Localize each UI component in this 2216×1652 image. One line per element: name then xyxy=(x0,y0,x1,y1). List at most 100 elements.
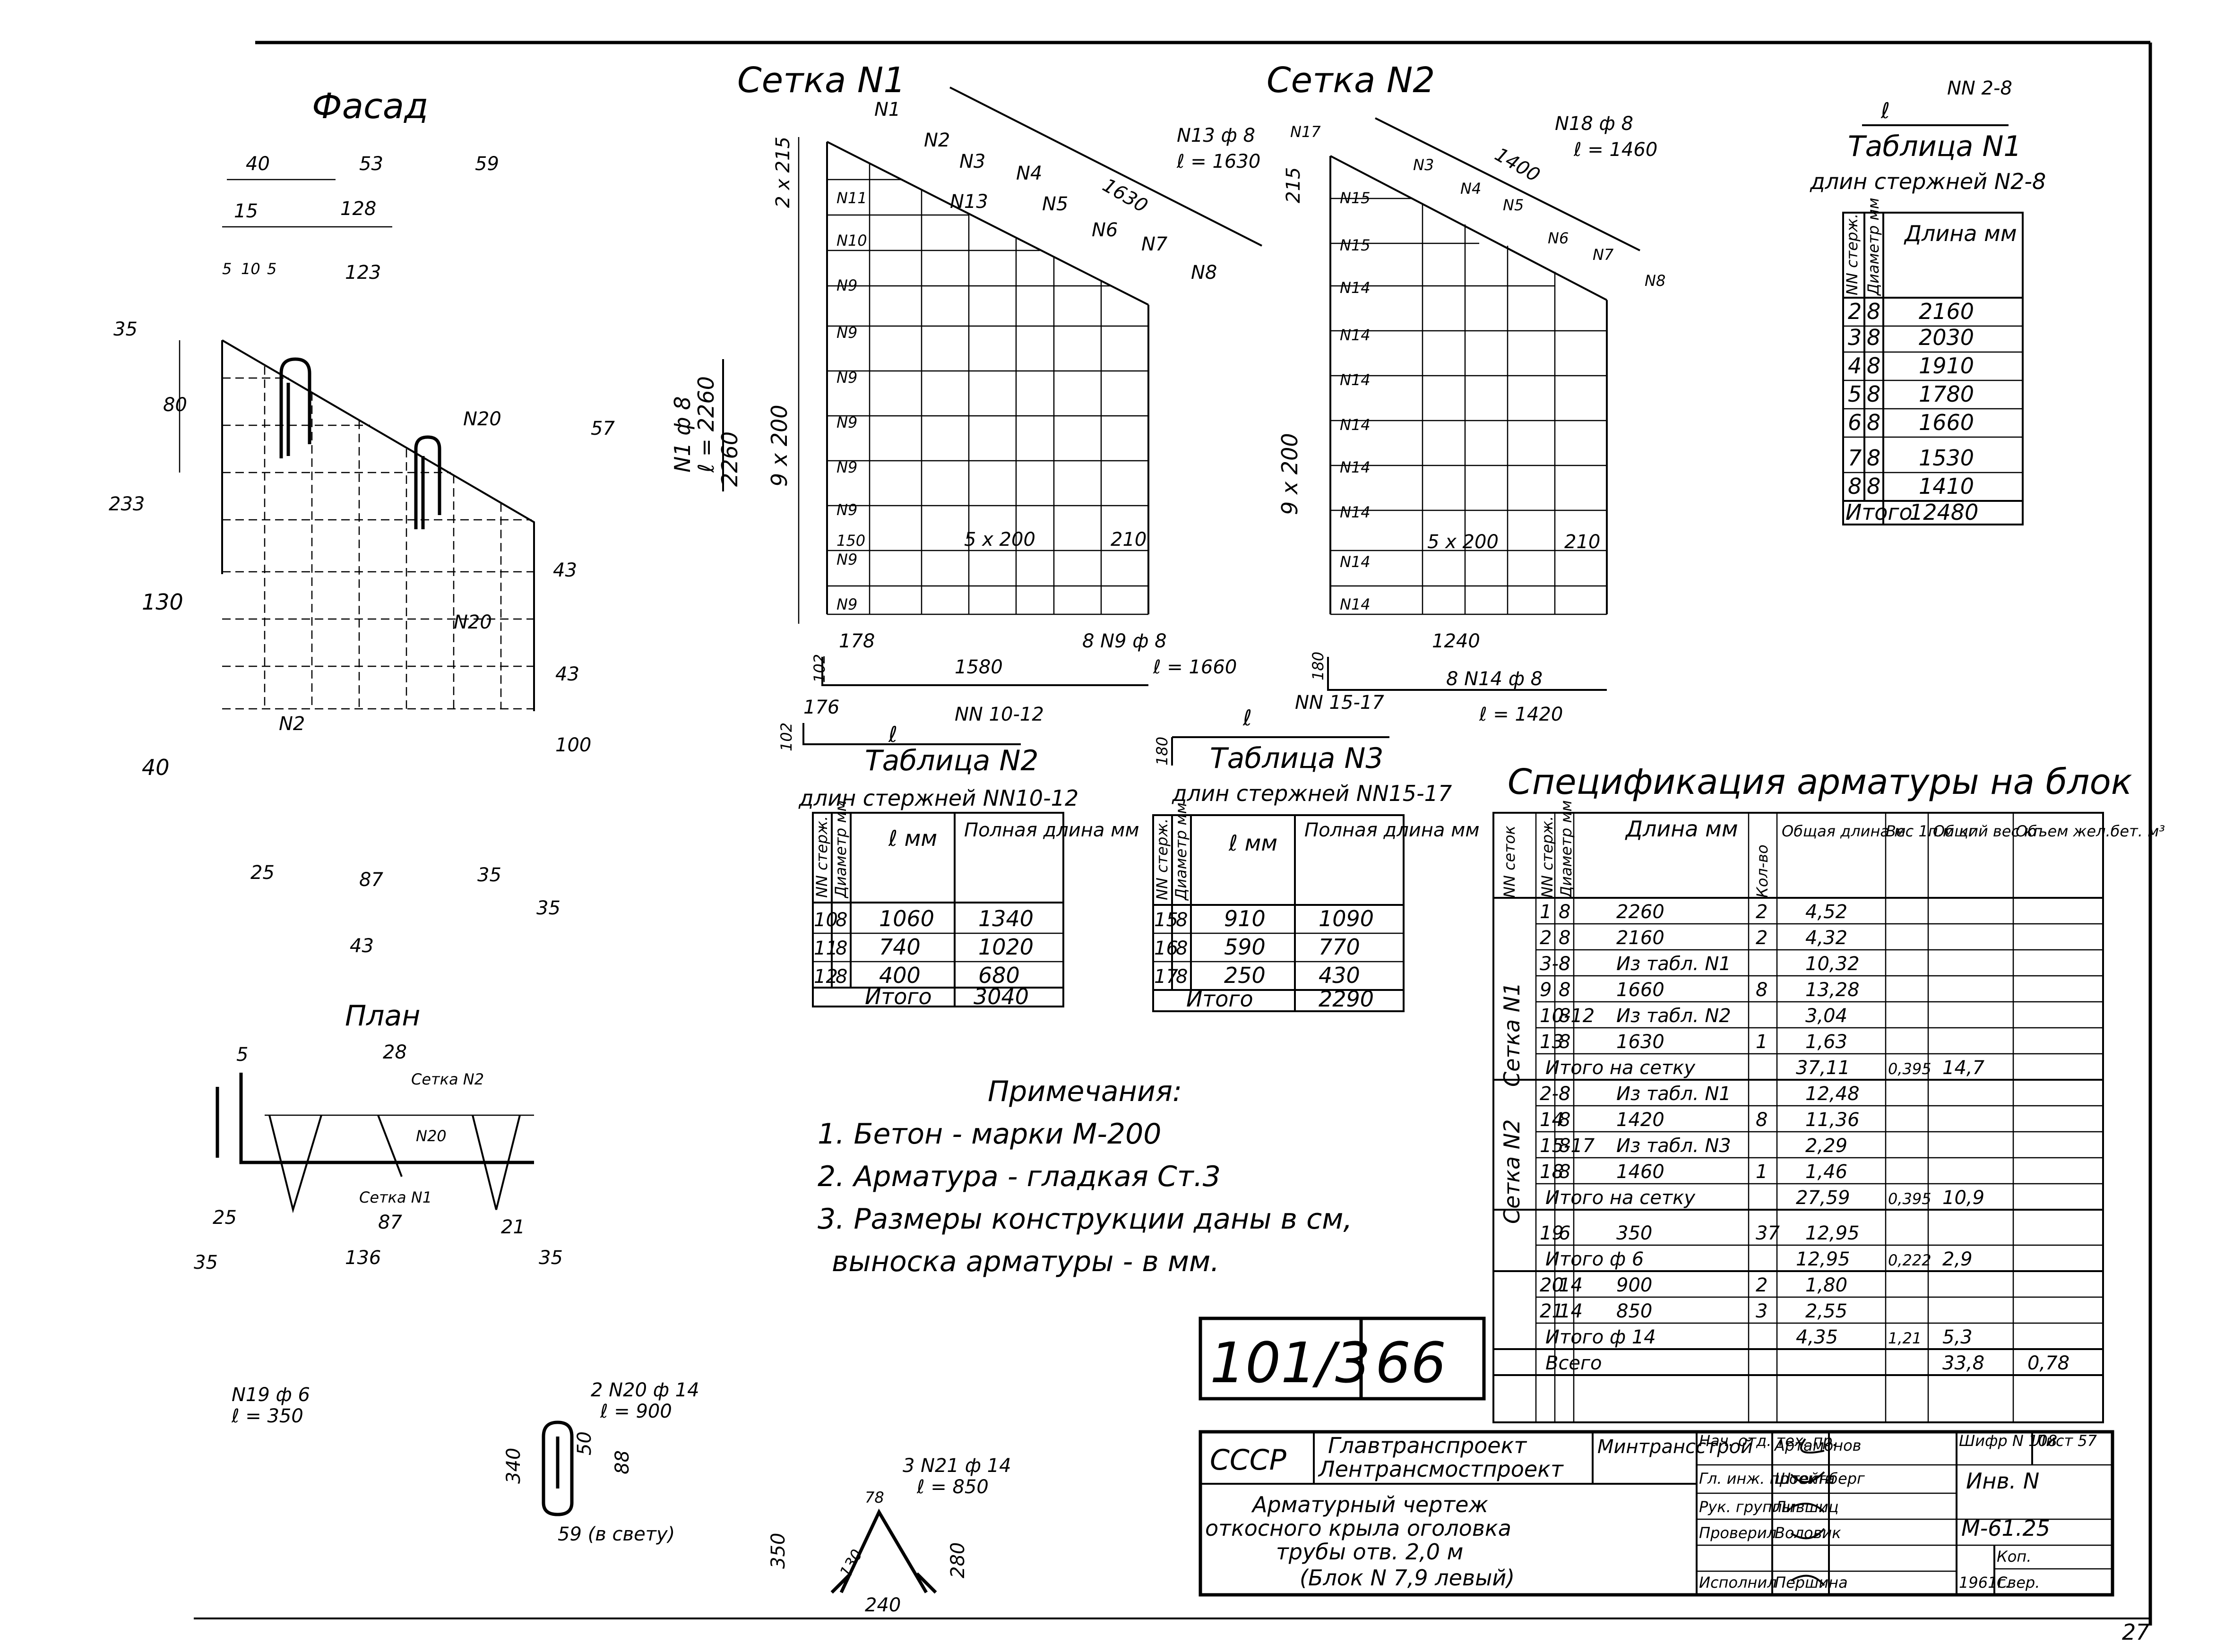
table1-cell: 2030 xyxy=(1919,325,1974,350)
facade-bottom-dim: 25 xyxy=(250,862,275,884)
spec-cell: 8 xyxy=(1559,1031,1570,1053)
facade-right-dim: 43 xyxy=(553,559,577,581)
table3-title: Таблица N3 xyxy=(1210,742,1384,775)
spec-col-head: Диаметр мм xyxy=(1557,800,1575,899)
tb-role: Нач. отд. тех. пр. xyxy=(1699,1432,1837,1450)
notes: Примечания: 1. Бетон - марки М-200 2. Ар… xyxy=(818,1075,1352,1278)
mesh1-n13-mark: N13 ф 8 xyxy=(1177,125,1255,146)
spec-total-w: 0,222 xyxy=(1888,1251,1931,1269)
facade-label: N2 xyxy=(279,713,305,735)
table2-col-head: Диаметр мм xyxy=(832,800,850,899)
spec-total-len: 4,35 xyxy=(1796,1326,1838,1348)
n20-dim: 59 (в свету) xyxy=(558,1523,675,1545)
spec-col-head: Общий вес кг xyxy=(1933,822,2041,840)
n1-length: ℓ = 2260 xyxy=(693,376,719,473)
n21-dim: 350 xyxy=(767,1533,789,1569)
mesh2-n18-mark: N18 ф 8 xyxy=(1555,113,1633,135)
table3-cell: 250 xyxy=(1224,963,1266,988)
table2-cell: 740 xyxy=(879,934,921,960)
spec-cell: 8 xyxy=(1559,1083,1570,1105)
note-item: 3. Размеры конструкции даны в см, xyxy=(818,1203,1352,1236)
spec-total-label: Итого на сетку xyxy=(1545,1057,1696,1079)
mesh1-row-label: N10 xyxy=(836,232,867,250)
spec-cell: 9 xyxy=(1540,979,1552,1001)
spec-cell: 8 xyxy=(1559,1161,1570,1183)
mesh1-bottom-mark: 8 N9 ф 8 xyxy=(1082,630,1167,652)
mesh2-row-label: N14 xyxy=(1340,416,1371,434)
table3-col-head: NN стерж. xyxy=(1153,818,1171,900)
table3-cell: 590 xyxy=(1224,934,1266,960)
table3-col-head: ℓ мм xyxy=(1228,830,1277,856)
tb-code: М-61.25 xyxy=(1961,1515,2050,1541)
spec-cell: 14 xyxy=(1559,1274,1583,1296)
tb-title-line: Арматурный чертеж xyxy=(1251,1492,1488,1517)
page-number: 27 xyxy=(2122,1619,2150,1645)
table2-bar-dim: 176 xyxy=(803,697,839,718)
table2-col-head: NN стерж. xyxy=(813,816,831,898)
mesh1-bottom-dim: 178 xyxy=(839,630,875,652)
note-item: 2. Арматура - гладкая Ст.3 xyxy=(818,1160,1221,1193)
mesh1-bar-label: N13 xyxy=(950,191,988,213)
table1-cell: 1530 xyxy=(1919,445,1974,471)
table3-total-value: 2290 xyxy=(1319,986,1374,1012)
mesh2-bottom-length: 1240 xyxy=(1432,630,1480,652)
mesh1-bottom-length: 1580 xyxy=(955,656,1003,678)
spec-cell: 900 xyxy=(1616,1274,1652,1296)
spec-total-val: 5,3 xyxy=(1942,1326,1973,1348)
table2-cell: 8 xyxy=(836,938,847,959)
n21-mark: 3 N21 ф 14 xyxy=(903,1455,1011,1477)
spec-total-w: 0,395 xyxy=(1888,1190,1931,1208)
spec-cell: 1420 xyxy=(1616,1109,1664,1131)
spec-cell: 2,55 xyxy=(1805,1300,1847,1322)
facade-dim: 5 xyxy=(267,260,276,278)
table2-cell: 1340 xyxy=(978,906,1034,931)
spec-total-val: 14,7 xyxy=(1942,1057,1985,1079)
spec-cell: 11,36 xyxy=(1805,1109,1860,1131)
n20-len: ℓ = 900 xyxy=(600,1401,672,1422)
facade-title: Фасад xyxy=(312,86,428,127)
tb-role: Гл. инж. проекта xyxy=(1699,1470,1835,1488)
plan-label: N20 xyxy=(416,1127,447,1145)
table1-total-label: Итого xyxy=(1845,499,1913,525)
mesh1-row-label: N9 xyxy=(836,458,857,476)
table1: ℓ NN 2-8 Таблица N1 длин стержней N2-8 N… xyxy=(1810,77,2046,525)
facade-left-dim: 40 xyxy=(142,755,170,780)
table1-cell: 1410 xyxy=(1919,473,1974,499)
spec-cell: 1660 xyxy=(1616,979,1664,1001)
spec-cell: 4,52 xyxy=(1805,901,1847,923)
tb-cipher: Шифр N 108 xyxy=(1959,1432,2057,1450)
table1-cell: 6 xyxy=(1848,410,1862,435)
n20-dim: 88 xyxy=(612,1450,633,1474)
n20-dim: 50 xyxy=(574,1431,595,1455)
spec-cell: 13 xyxy=(1540,1031,1564,1053)
n21-dim: 240 xyxy=(865,1594,901,1616)
table1-subtitle: длин стержней N2-8 xyxy=(1810,169,2046,194)
facade-label: N20 xyxy=(454,611,492,633)
mesh1-bar-label: N1 xyxy=(874,99,900,120)
mesh1-bar-label: N2 xyxy=(924,129,950,151)
table3: ℓ NN 15-17 180 Таблица N3 длин стержней … xyxy=(1152,692,1480,1012)
tb-org1: Главтрансп­роект xyxy=(1328,1433,1527,1458)
mesh2-bottom-len: ℓ = 1420 xyxy=(1479,704,1563,725)
spec-total-label: Итого на сетку xyxy=(1545,1187,1696,1209)
bar-details: N19 ф 6 ℓ = 350 2 N20 ф 14 ℓ = 900 340 8… xyxy=(231,1379,1011,1616)
table1-cell: 8 xyxy=(1867,381,1880,407)
tb-check: Свер. xyxy=(1997,1574,2040,1592)
table2-bar-letter: ℓ xyxy=(888,722,897,747)
table1-cell: 2 xyxy=(1848,299,1862,324)
mesh2-bar-label: N7 xyxy=(1593,246,1614,264)
spec-cell: 8 xyxy=(1756,1109,1768,1131)
facade-dim: 53 xyxy=(359,153,383,175)
notes-title: Примечания: xyxy=(988,1075,1182,1108)
spec-cell: 3 xyxy=(1756,1300,1768,1322)
n1-dim: 2260 xyxy=(717,431,742,487)
mesh1-bottom-hook: 102 xyxy=(811,654,828,683)
spec-cell: 37 xyxy=(1756,1222,1780,1244)
note-item: выноска арматуры - в мм. xyxy=(832,1245,1219,1278)
tb-inv: Инв. N xyxy=(1966,1468,2039,1494)
mesh1-bar-label: N7 xyxy=(1141,233,1168,255)
mesh1-row-label: N9 xyxy=(836,324,857,342)
spec-cell: 10-12 xyxy=(1540,1005,1595,1027)
n21-len: ℓ = 850 xyxy=(916,1476,989,1498)
mesh1-dim-150: 150 xyxy=(836,532,865,550)
